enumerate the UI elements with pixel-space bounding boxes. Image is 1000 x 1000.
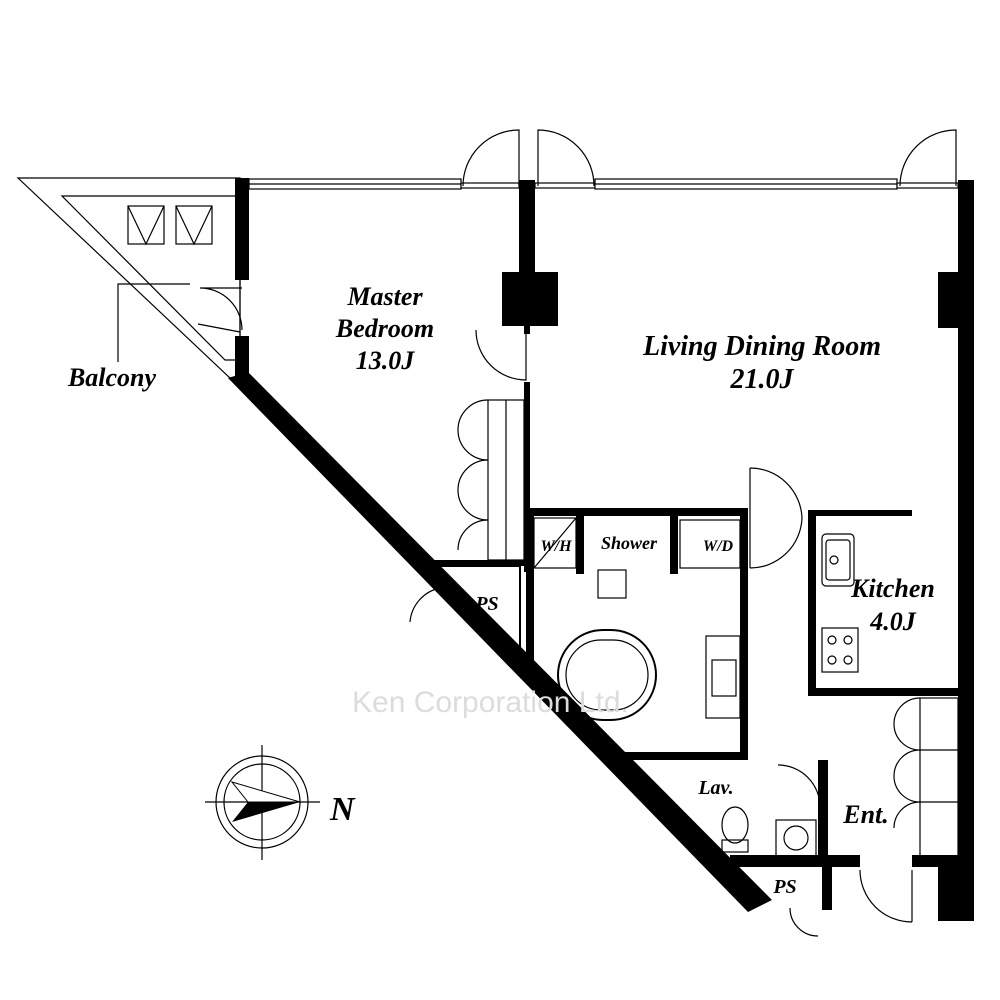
- ps-upper-label: PS: [474, 593, 498, 615]
- ac-unit-icon: [127, 205, 165, 245]
- stove-icon: [821, 627, 859, 673]
- vanity-icon: [705, 635, 741, 719]
- drain-icon: [597, 569, 627, 599]
- master-bedroom-label: Master: [346, 282, 423, 311]
- ps-lower-label: PS: [772, 876, 796, 898]
- kitchen-label: Kitchen: [850, 574, 935, 603]
- master-bedroom-size: 13.0J: [356, 346, 416, 375]
- walls: [228, 178, 974, 921]
- living-dining-size: 21.0J: [730, 364, 795, 395]
- watermark: Ken Corporation Ltd.: [352, 686, 629, 719]
- balcony-label: Balcony: [67, 363, 157, 392]
- bathtub-icon: [557, 629, 657, 721]
- lavatory-label: Lav.: [697, 777, 733, 799]
- entrance-label: Ent.: [842, 800, 889, 829]
- water-heater-label: W/H: [540, 538, 572, 555]
- living-dining-label: Living Dining Room: [642, 331, 881, 362]
- sink-icon: [821, 533, 855, 587]
- partitions: [428, 326, 958, 860]
- master-bedroom-label-2: Bedroom: [335, 314, 434, 343]
- compass-north-label: N: [329, 791, 356, 828]
- windows: [248, 178, 959, 190]
- fixtures: [557, 533, 959, 859]
- washbasin-icon: [775, 819, 817, 857]
- kitchen-size: 4.0J: [869, 607, 917, 636]
- ac-unit-icon: [175, 205, 213, 245]
- washer-dryer-label: W/D: [703, 538, 734, 555]
- shower-label: Shower: [601, 533, 658, 553]
- balcony-area: [16, 177, 241, 379]
- toilet-icon: [721, 839, 749, 853]
- doors: [197, 129, 957, 937]
- compass-icon: [205, 745, 320, 860]
